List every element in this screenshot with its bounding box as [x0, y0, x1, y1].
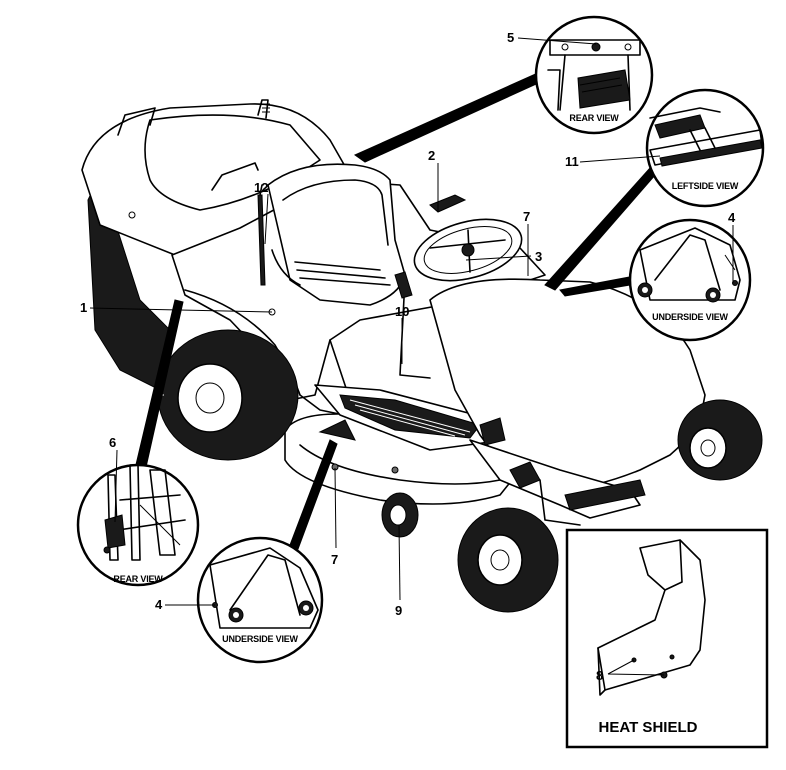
- callout-10: 10: [395, 304, 409, 319]
- inset-underside-view-bottom: UNDERSIDE VIEW: [196, 536, 324, 664]
- inset-underside-view-right: UNDERSIDE VIEW: [628, 218, 752, 342]
- callout-7-bottom: 7: [331, 552, 338, 567]
- levers: [257, 184, 467, 379]
- inset-rear-view-top: REAR VIEW: [534, 15, 654, 135]
- callout-5: 5: [507, 30, 514, 45]
- callout-8: 8: [596, 668, 603, 683]
- front-axle: [469, 417, 646, 526]
- callout-12: 12: [254, 180, 268, 195]
- inset-leftside-view: LEFTSIDE VIEW: [645, 88, 765, 208]
- callout-11: 11: [565, 154, 579, 169]
- front-wheel-right: [677, 399, 763, 481]
- callout-4-bottom: 4: [155, 597, 163, 612]
- rear-view-left-caption: REAR VIEW: [113, 574, 163, 584]
- steering-wheel: [413, 218, 523, 282]
- callout-numbers: 5 2 11 12 7 4 3 1 10 6 7 4 9 8: [80, 30, 736, 683]
- gauge-wheel: [381, 492, 419, 538]
- callout-4-right: 4: [728, 210, 736, 225]
- callout-2: 2: [428, 148, 435, 163]
- underside-view-bottom-caption: UNDERSIDE VIEW: [222, 634, 298, 644]
- callout-6: 6: [109, 435, 116, 450]
- footrest: [314, 384, 506, 451]
- inset-pointers: [129, 71, 657, 550]
- underside-view-right-caption: UNDERSIDE VIEW: [652, 312, 728, 322]
- rear-view-caption: REAR VIEW: [569, 113, 619, 123]
- inset-heat-shield: HEAT SHIELD: [565, 528, 769, 749]
- leftside-view-caption: LEFTSIDE VIEW: [672, 181, 739, 191]
- callout-9: 9: [395, 603, 402, 618]
- rear-wheel: [157, 329, 299, 461]
- grass-catcher: [81, 99, 351, 391]
- front-wheel-left: [457, 507, 559, 613]
- inset-rear-view-left: REAR VIEW: [76, 463, 200, 587]
- heat-shield-title: HEAT SHIELD: [599, 719, 698, 736]
- seat: [267, 163, 406, 306]
- leader-lines: [89, 37, 734, 676]
- mower-deck: [284, 413, 521, 505]
- callout-7-top: 7: [523, 209, 530, 224]
- callout-3: 3: [535, 249, 542, 264]
- callout-1: 1: [80, 300, 87, 315]
